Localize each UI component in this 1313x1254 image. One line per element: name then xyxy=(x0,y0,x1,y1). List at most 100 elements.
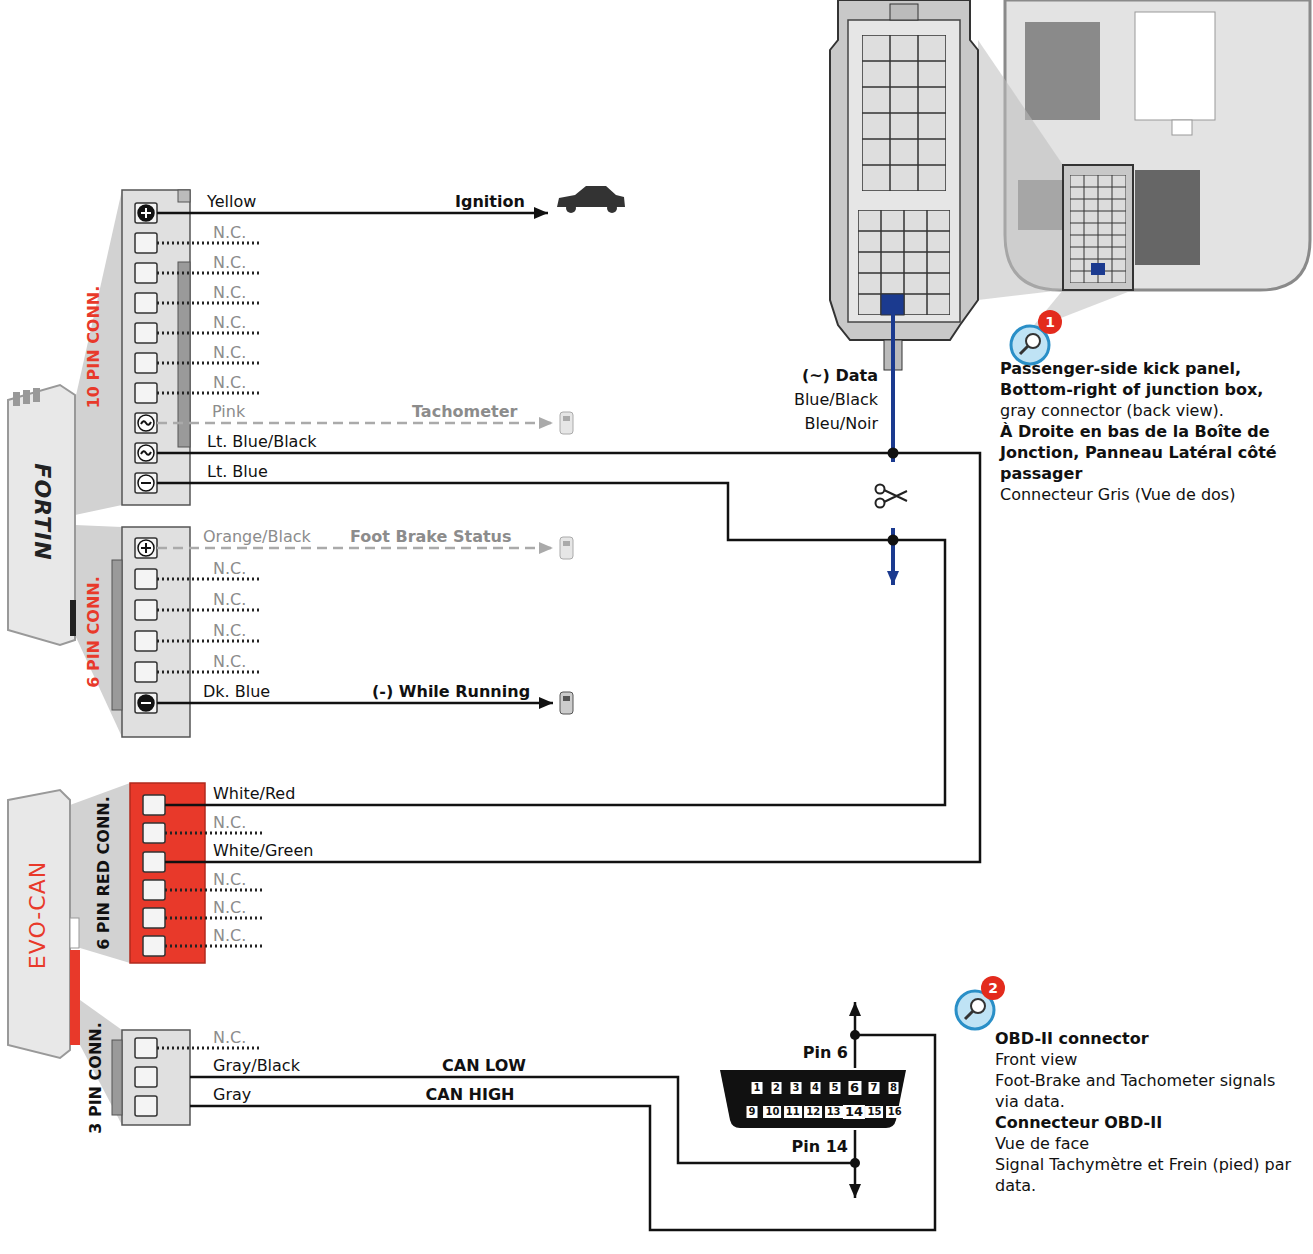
vehicle-connector xyxy=(890,4,918,20)
no-connection-wire xyxy=(157,243,262,1048)
fortin-module-body xyxy=(33,388,40,402)
wire-label: Ignition xyxy=(455,192,525,211)
no-connection-wire xyxy=(157,242,262,245)
car-icon xyxy=(607,203,617,213)
connector-housing: 10 PIN CONN. xyxy=(122,190,190,505)
connector-housing xyxy=(112,560,122,710)
pin-slot xyxy=(138,415,154,431)
wire-label: N.C. xyxy=(213,870,246,889)
wire xyxy=(157,483,945,805)
junction-connector xyxy=(1063,165,1133,290)
note-text: OBD-II connector xyxy=(995,1028,1300,1049)
connector-housing: 6 PIN RED CONN. xyxy=(130,783,205,963)
pin-slot xyxy=(135,203,165,1116)
pin-slot xyxy=(135,293,157,313)
evo-can-module-body xyxy=(70,918,79,948)
pin-slot xyxy=(135,600,157,620)
pin-slot xyxy=(135,1096,157,1116)
data-wire xyxy=(891,305,895,462)
pin-number: 10 xyxy=(763,1106,781,1118)
wire-label: N.C. xyxy=(213,1028,246,1047)
pin-slot xyxy=(135,383,157,403)
no-connection-wire xyxy=(157,332,262,335)
optional-wire xyxy=(157,423,553,548)
wire-label: N.C. xyxy=(213,253,246,272)
note-text: gray connector (back view). xyxy=(1000,400,1305,421)
junction-dot xyxy=(888,535,899,546)
pin-number: 6 xyxy=(848,1081,861,1095)
junction-box xyxy=(1025,22,1100,120)
connector-housing: 6 PIN CONN. xyxy=(122,527,190,737)
wire-label: Pin 14 xyxy=(792,1137,848,1156)
fortin-module-body xyxy=(8,385,75,645)
note-text: Passenger-side kick panel, Bottom-right … xyxy=(1000,358,1305,400)
wire-label: N.C. xyxy=(213,652,246,671)
callout-bubble xyxy=(1038,310,1062,334)
wire-label: N.C. xyxy=(213,313,246,332)
car-icon xyxy=(566,203,576,213)
pin-slot xyxy=(141,208,151,218)
leader-wedge xyxy=(978,40,1133,330)
wire-label: N.C. xyxy=(213,621,246,640)
wire xyxy=(157,213,980,1198)
callout-number: 1 xyxy=(1045,314,1055,330)
pin-number: 8 xyxy=(888,1082,899,1094)
part-name: 6 PIN RED CONN. xyxy=(94,796,113,950)
remote-icon xyxy=(560,692,573,714)
evo-can-module-body xyxy=(8,790,70,1058)
pin-slot xyxy=(135,323,157,343)
no-connection-wire xyxy=(165,945,262,948)
part-name: 3 PIN CONN. xyxy=(86,1022,105,1134)
module-wedge xyxy=(70,190,130,1125)
remote-icon xyxy=(560,537,573,559)
wire-label: N.C. xyxy=(213,343,246,362)
pin-slot xyxy=(141,702,151,704)
remote-icon xyxy=(560,412,573,434)
pin-slot xyxy=(138,445,154,461)
fortin-module-body xyxy=(13,392,20,406)
callout-bubble xyxy=(971,999,985,1013)
remote-icon xyxy=(563,416,570,421)
pin-slot xyxy=(135,693,157,713)
junction-box xyxy=(1135,12,1215,120)
connector-housing xyxy=(130,783,205,963)
fortin-module-body xyxy=(23,390,30,404)
no-connection-wire xyxy=(165,832,262,835)
wire-label: White/Green xyxy=(213,841,313,860)
junction-box xyxy=(1172,120,1192,135)
pin-number: 1 xyxy=(752,1082,763,1094)
wire-label: White/Red xyxy=(213,784,295,803)
pin-slot xyxy=(138,540,154,556)
junction-box xyxy=(1135,170,1200,265)
optional-wire xyxy=(157,422,553,425)
pin-number: 14 xyxy=(843,1105,865,1119)
wire-label: Orange/Black xyxy=(203,527,311,546)
pin-number: 2 xyxy=(771,1082,782,1094)
pin-number: 7 xyxy=(869,1082,880,1094)
module-wedge xyxy=(70,783,130,963)
callout-bubble xyxy=(1020,346,1028,354)
vehicle-connector xyxy=(830,0,978,340)
connector-housing xyxy=(112,1040,122,1115)
leader-wedge xyxy=(1030,290,1133,330)
pin-number: 9 xyxy=(747,1106,758,1118)
pin-slot xyxy=(135,353,157,373)
wire xyxy=(854,1163,857,1198)
wire-label: N.C. xyxy=(213,283,246,302)
pin-slot xyxy=(135,443,157,463)
wire-label: Lt. Blue/Black xyxy=(207,432,316,451)
note-text: Front view xyxy=(995,1049,1300,1070)
wire xyxy=(157,212,548,215)
no-connection-wire xyxy=(157,609,262,612)
part-name: FORTIN xyxy=(29,463,55,560)
remote-icon xyxy=(563,696,570,701)
obd-connector: 12345678910111213141516 xyxy=(718,1068,908,1130)
pin-slot xyxy=(135,662,157,682)
no-connection-wire xyxy=(157,272,262,275)
note-text: Connecteur Gris (Vue de dos) xyxy=(1000,484,1305,505)
wire-label: Tachometer xyxy=(412,402,517,421)
pin-number: 4 xyxy=(810,1082,821,1094)
scissors-icon xyxy=(876,499,885,508)
pin-slot xyxy=(143,852,165,872)
